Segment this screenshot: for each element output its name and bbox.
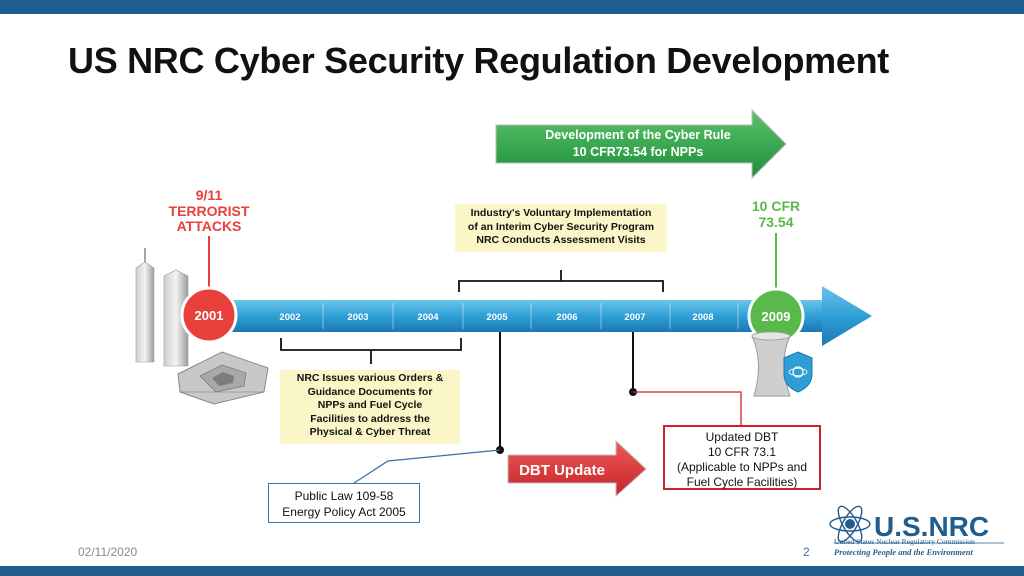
connector-public-law xyxy=(353,449,501,484)
dbt-update-arrow: DBT Update xyxy=(507,439,647,498)
dbt-line4: Fuel Cycle Facilities) xyxy=(686,475,798,489)
event-cfr-7354: 10 CFR 73.54 2009 xyxy=(747,198,805,345)
orders-bracket xyxy=(280,338,462,364)
logo-name: U.S.NRC xyxy=(874,511,989,542)
year-2006: 2006 xyxy=(556,312,577,323)
law-line1: Public Law 109-58 xyxy=(294,489,394,503)
nrc-logo: U.S.NRC xyxy=(829,505,1004,544)
orders-line2: Guidance Documents for xyxy=(307,385,433,398)
dbt-update-label: DBT Update xyxy=(519,462,605,479)
year-2001-badge: 2001 xyxy=(195,308,224,323)
pentagon-icon xyxy=(177,351,269,405)
page-number: 2 xyxy=(803,545,810,559)
connector-updated-dbt xyxy=(633,391,742,426)
event-911-line2: TERRORIST xyxy=(169,203,250,219)
orders-line3: NPPs and Fuel Cycle xyxy=(317,399,423,411)
orders-line1: NRC Issues various Orders & xyxy=(296,372,444,384)
year-2004: 2004 xyxy=(417,312,439,323)
slide-title: US NRC Cyber Security Regulation Develop… xyxy=(68,40,889,81)
event-cfr-line2: 73.54 xyxy=(758,214,793,230)
timeline-bar: 2002 2003 2004 2005 2006 2007 2008 xyxy=(200,286,872,346)
cyber-rule-line2: 10 CFR73.54 for NPPs xyxy=(573,145,704,159)
updated-dbt-box: Updated DBT 10 CFR 73.1 (Applicable to N… xyxy=(663,425,821,490)
nrc-orders-box: NRC Issues various Orders & Guidance Doc… xyxy=(280,370,460,444)
year-2005: 2005 xyxy=(486,312,508,323)
dbt-line3: (Applicable to NPPs and xyxy=(676,460,808,474)
cyber-rule-line1: Development of the Cyber Rule xyxy=(545,128,730,142)
logo-tagline: Protecting People and the Environment xyxy=(834,547,973,557)
year-2003: 2003 xyxy=(347,312,368,323)
bottom-banner xyxy=(0,566,1024,576)
top-banner xyxy=(0,0,1024,14)
atom-icon xyxy=(829,505,871,543)
law-line2: Energy Policy Act 2005 xyxy=(282,505,406,519)
industry-implementation-box: Industry's Voluntary Implementation of a… xyxy=(455,204,667,252)
event-911-line3: ATTACKS xyxy=(177,218,242,234)
industry-line2: of an Interim Cyber Security Program xyxy=(467,220,655,233)
orders-line5: Physical & Cyber Threat xyxy=(309,426,431,438)
event-911: 9/11 TERRORIST ATTACKS 2001 xyxy=(169,187,250,344)
industry-line3: NRC Conducts Assessment Visits xyxy=(476,234,646,246)
year-2008: 2008 xyxy=(692,312,713,323)
year-2007: 2007 xyxy=(624,312,645,323)
dbt-line1: Updated DBT xyxy=(705,430,779,444)
industry-line1: Industry's Voluntary Implementation xyxy=(470,207,652,219)
year-2009-badge: 2009 xyxy=(762,309,791,324)
industry-bracket xyxy=(458,270,664,292)
cyber-rule-arrow: Development of the Cyber Rule 10 CFR73.5… xyxy=(495,108,787,180)
orders-line4: Facilities to address the xyxy=(310,412,430,425)
dbt-line2: 10 CFR 73.1 xyxy=(707,445,777,459)
shield-icon xyxy=(783,351,813,393)
public-law-box: Public Law 109-58 Energy Policy Act 2005 xyxy=(268,483,420,523)
event-911-line1: 9/11 xyxy=(196,187,223,203)
twin-towers-icon xyxy=(135,248,189,367)
event-cfr-line1: 10 CFR xyxy=(752,198,800,214)
slide-date: 02/11/2020 xyxy=(78,545,138,559)
logo-org-name: United States Nuclear Regulatory Commiss… xyxy=(834,537,975,546)
year-2002: 2002 xyxy=(279,312,300,323)
